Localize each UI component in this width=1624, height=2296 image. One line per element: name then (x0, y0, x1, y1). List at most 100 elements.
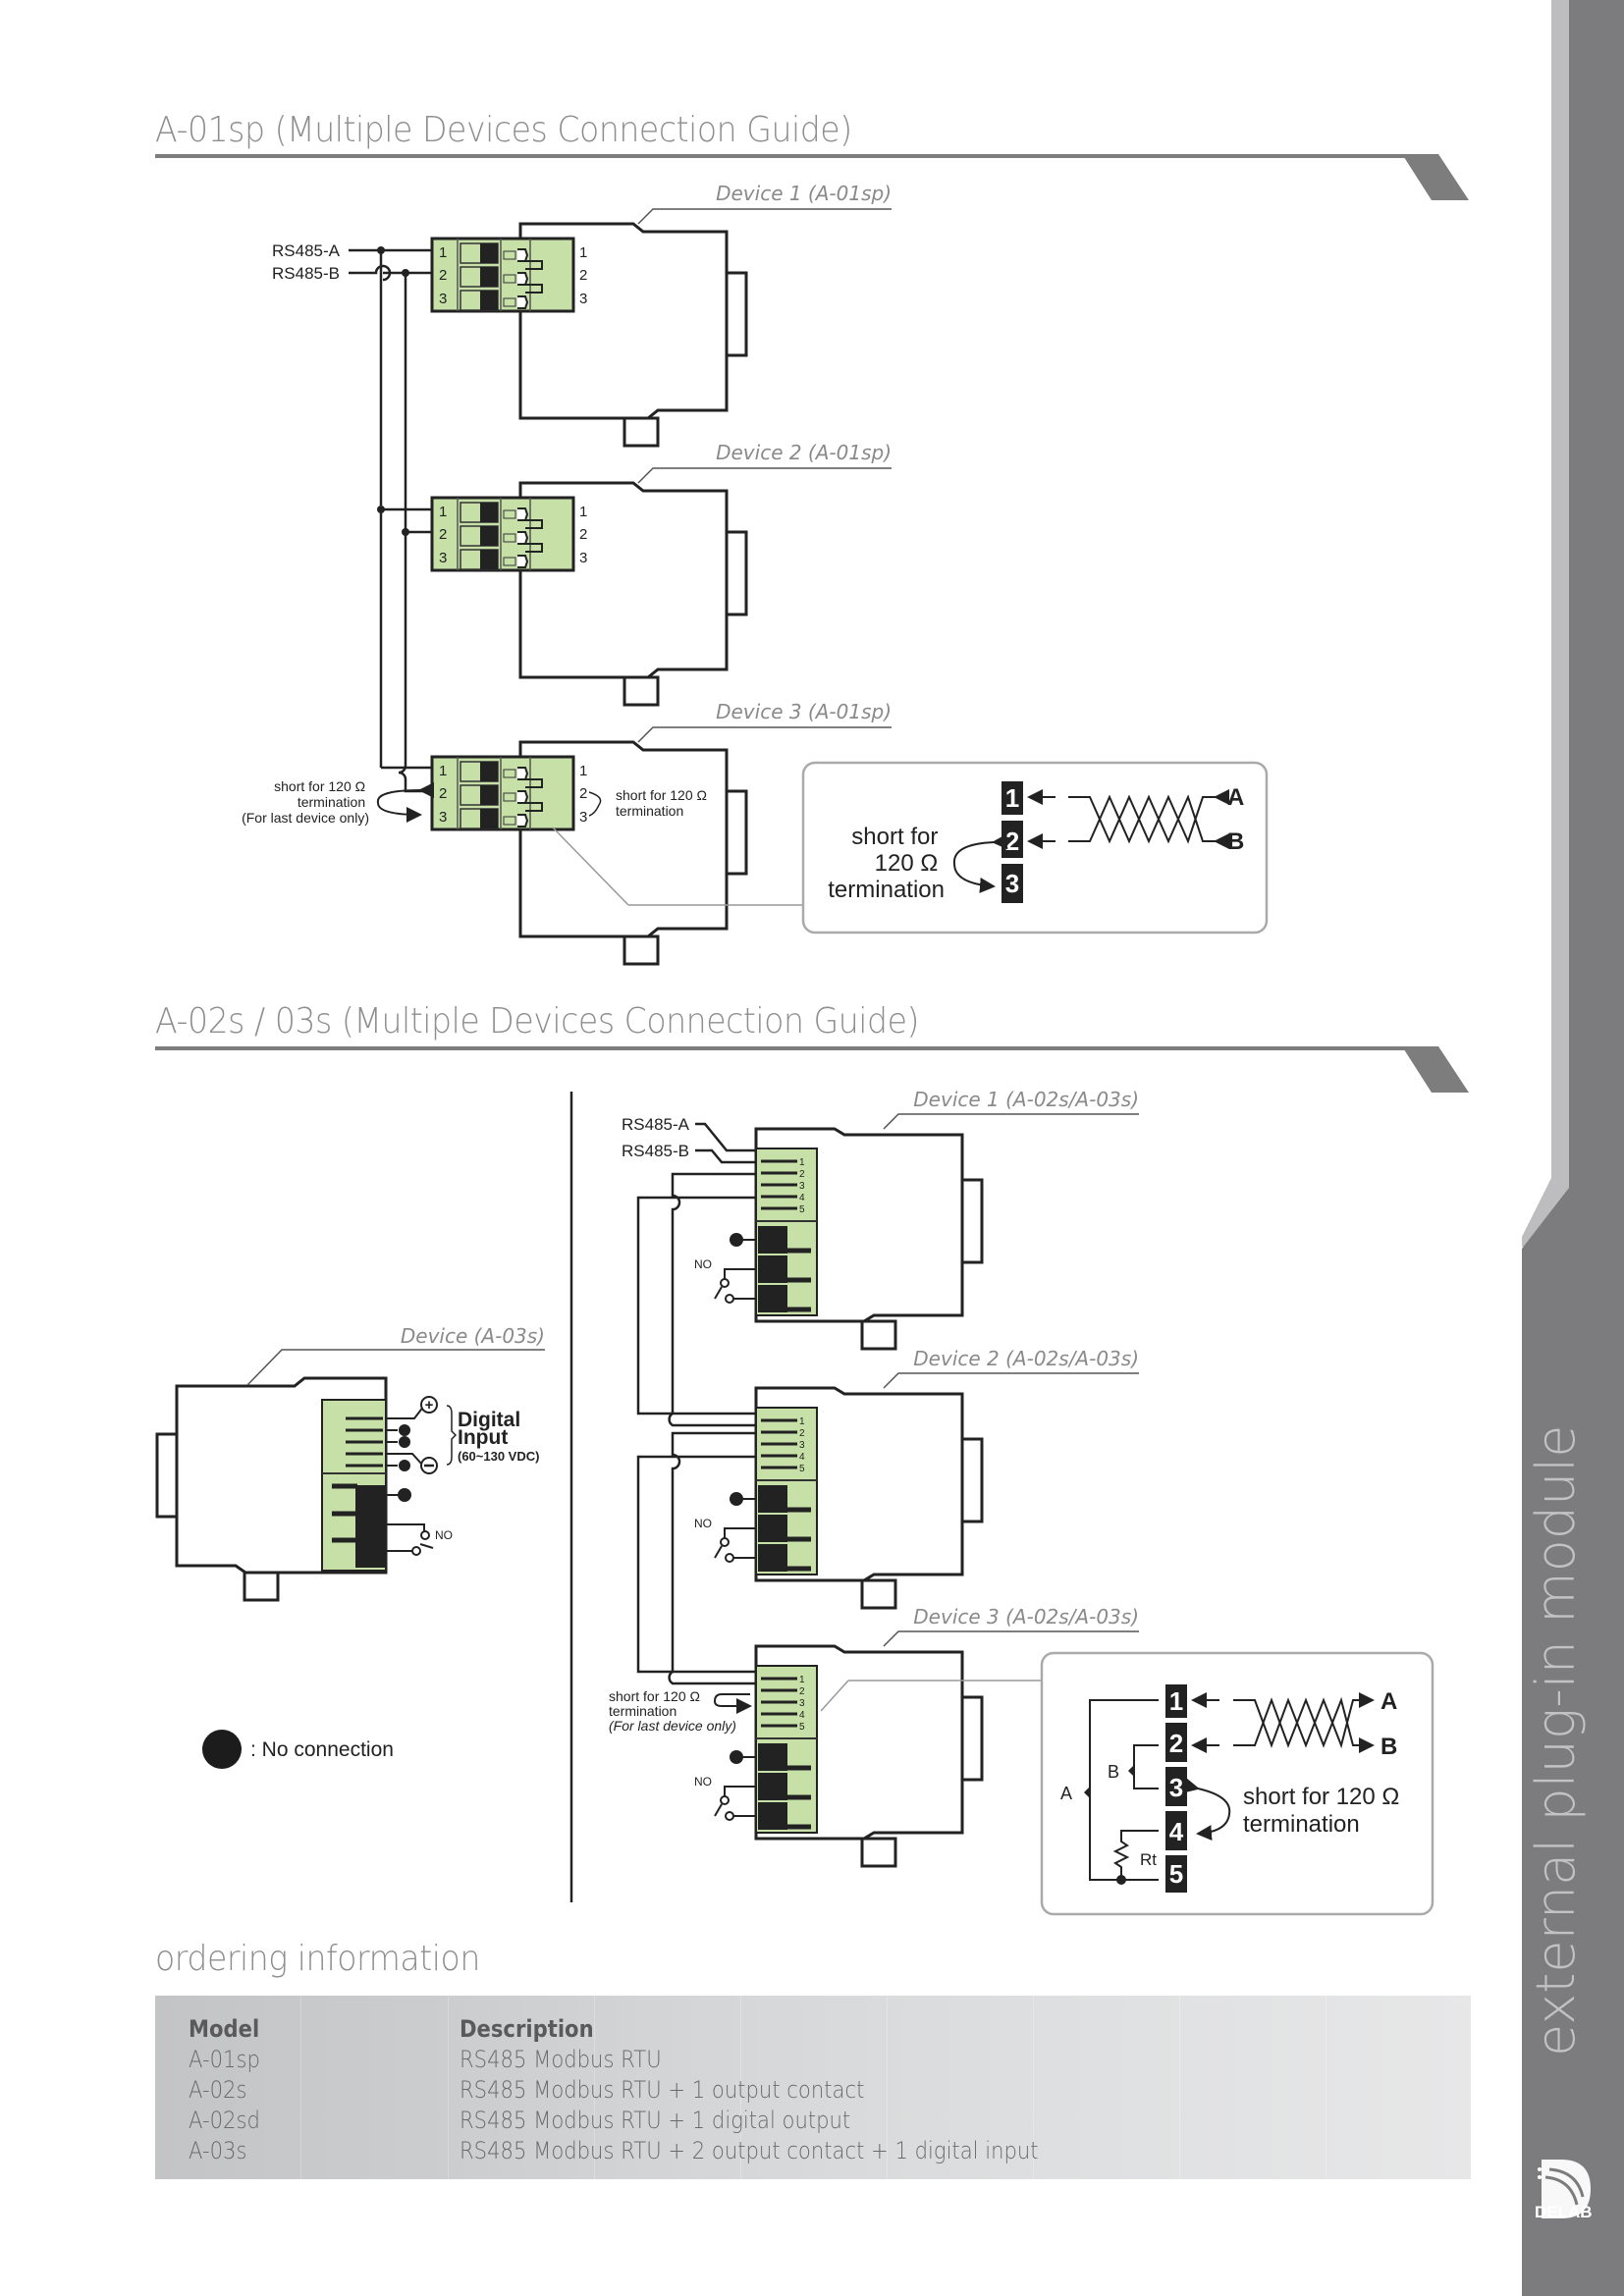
pin-number: 3 (579, 809, 587, 826)
svg-text:4: 4 (799, 1452, 805, 1463)
ordering-title: ordering information (155, 1939, 480, 1979)
section-title-a01sp: A-01sp (Multiple Devices Connection Guid… (155, 110, 852, 150)
svg-text:(60~130 VDC): (60~130 VDC) (458, 1449, 539, 1464)
svg-text:NO: NO (694, 1775, 712, 1789)
svg-text:+: + (425, 1397, 434, 1414)
svg-text:1: 1 (1169, 1686, 1183, 1716)
svg-text:A: A (1227, 784, 1244, 811)
pin-number: 2 (579, 526, 587, 543)
svg-text:3: 3 (1169, 1773, 1183, 1802)
termination-note: short for 120 Ω termination (For last de… (242, 778, 369, 826)
svg-text:1: 1 (1005, 783, 1019, 813)
svg-text:B: B (1227, 828, 1244, 855)
device-label: Device 2 (A-02s/A-03s) (913, 1347, 1139, 1370)
wiring-diagrams: Device 1 (A-01sp) Device 2 (A-01sp) Devi… (155, 182, 1435, 1916)
svg-text:5: 5 (799, 1464, 805, 1474)
section-rule (155, 1046, 1422, 1050)
sidebar-title: external plug-in module (1525, 1424, 1587, 2056)
a01sp-device-1 (430, 222, 748, 448)
svg-text:B: B (1380, 1734, 1397, 1760)
a03s-device: + Digital Input (60~130 VDC) NO (155, 1376, 539, 1602)
svg-text:2: 2 (799, 1686, 805, 1697)
pin-number: 2 (579, 267, 587, 284)
svg-text:2: 2 (1005, 827, 1019, 856)
svg-text:3: 3 (1005, 869, 1019, 898)
svg-text:B: B (1108, 1762, 1119, 1782)
pin-number: 1 (579, 763, 587, 779)
device-label: Device 1 (A-01sp) (716, 182, 892, 205)
delab-logo-icon (1538, 2160, 1591, 2218)
svg-text:2: 2 (1169, 1729, 1183, 1758)
a02s-device-3 (715, 1646, 982, 1866)
device-label: Device 3 (A-02s/A-03s) (913, 1605, 1139, 1629)
svg-text:1: 1 (799, 1675, 805, 1685)
svg-text:Rt: Rt (1140, 1850, 1157, 1869)
svg-text:5: 5 (1169, 1859, 1183, 1889)
svg-text:3: 3 (799, 1440, 805, 1451)
svg-text:5: 5 (799, 1722, 805, 1733)
svg-text:A: A (1380, 1688, 1397, 1715)
termination-note-right: short for 120 Ω termination (616, 787, 711, 819)
pin-number: 1 (579, 504, 587, 520)
svg-text:5: 5 (799, 1204, 805, 1215)
callout-a01sp: 1 2 3 A B short for 120 Ω termination (801, 761, 1269, 934)
svg-text:4: 4 (1169, 1817, 1184, 1846)
rule-tab (1402, 154, 1469, 200)
bus-label-b: RS485-B (272, 264, 340, 283)
svg-text:Input: Input (458, 1426, 508, 1449)
section-title-a02s-03s: A-02s / 03s (Multiple Devices Connection… (155, 1001, 919, 1041)
svg-text:1: 1 (799, 1157, 805, 1168)
no-connection-dot-icon (202, 1730, 242, 1769)
a01sp-device-3 (430, 740, 748, 966)
svg-text:short for 120 Ω terminat: short for 120 Ω termination (1243, 1784, 1406, 1838)
device-label: Device (A-03s) (401, 1324, 545, 1348)
svg-text:3: 3 (799, 1181, 805, 1192)
legend-text: : No connection (250, 1738, 394, 1761)
pin-number: 2 (439, 785, 447, 802)
a02s-device-2 (715, 1388, 982, 1608)
svg-text:1: 1 (799, 1416, 805, 1427)
pin-number: 1 (439, 244, 447, 261)
pin-number: 3 (439, 291, 447, 307)
svg-text:NO: NO (694, 1257, 712, 1271)
device-label: Device 2 (A-01sp) (716, 441, 892, 464)
device-label: Device 3 (A-01sp) (716, 700, 892, 723)
svg-text:Digital: Digital (458, 1409, 520, 1431)
svg-text:NO: NO (694, 1517, 712, 1530)
pin-number: 3 (579, 550, 587, 566)
callout-a02s: 1 2 3 4 5 A B A B Rt short for 120 Ω te (1040, 1651, 1435, 1916)
pin-number: 2 (439, 267, 447, 284)
bus-label-a: RS485-A (622, 1115, 690, 1134)
svg-text:2: 2 (799, 1169, 805, 1180)
bus-label-a: RS485-A (272, 241, 341, 260)
a01sp-device-2 (430, 481, 748, 707)
svg-text:NO: NO (435, 1528, 453, 1542)
rule-tab (1402, 1046, 1469, 1093)
svg-text:short for 120 Ω te: short for 120 Ω termination (828, 824, 945, 903)
svg-text:2: 2 (799, 1428, 805, 1439)
pin-number: 1 (579, 244, 587, 261)
pin-number: 2 (439, 526, 447, 543)
pin-number: 1 (439, 504, 447, 520)
svg-text:4: 4 (799, 1710, 805, 1721)
svg-text:4: 4 (799, 1193, 805, 1203)
bus-label-b: RS485-B (622, 1142, 689, 1160)
section-rule (155, 154, 1422, 158)
svg-text:3: 3 (799, 1698, 805, 1709)
pin-number: 3 (579, 291, 587, 307)
sidebar (1522, 0, 1624, 2296)
pin-number: 1 (439, 763, 447, 779)
pin-number: 2 (579, 785, 587, 802)
pin-number: 3 (439, 550, 447, 566)
pin-number: 3 (439, 809, 447, 826)
device-label: Device 1 (A-02s/A-03s) (913, 1088, 1139, 1111)
last-device-note: short for 120 Ω termination (For last de… (609, 1688, 736, 1734)
brand-name: DELAB (1535, 2203, 1593, 2221)
svg-text:A: A (1060, 1784, 1072, 1803)
